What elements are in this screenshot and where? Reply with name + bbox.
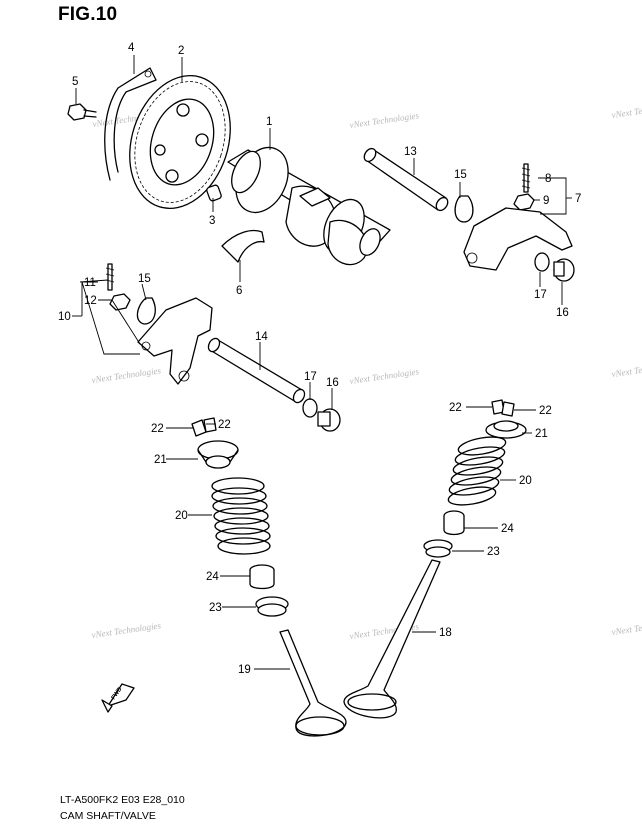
spring-left-drawing — [211, 477, 271, 555]
callout-16-upper: 16 — [556, 307, 569, 319]
callout-18: 18 — [439, 627, 452, 639]
callout-22-left-a: 22 — [151, 423, 164, 435]
nut-upper-drawing — [513, 193, 535, 211]
callout-4: 4 — [128, 42, 135, 54]
callout-24-right: 24 — [501, 523, 514, 535]
figure-code: LT-A500FK2 E03 E28_010 — [60, 794, 185, 806]
cam-sprocket-drawing — [129, 74, 231, 210]
callout-7: 7 — [575, 193, 581, 205]
callout-20-left: 20 — [175, 510, 188, 522]
callout-3: 3 — [209, 215, 215, 227]
rocker-arm-upper-drawing — [463, 207, 573, 271]
retainer-left-drawing — [197, 440, 239, 469]
cotter-left-drawing — [191, 417, 217, 437]
callout-2: 2 — [178, 45, 184, 57]
spring-right-drawing — [447, 436, 507, 506]
callout-24-left: 24 — [206, 571, 219, 583]
callout-5: 5 — [72, 76, 78, 88]
callout-21-right: 21 — [535, 428, 548, 440]
watermark: vNext Technologies — [611, 617, 642, 637]
callout-20-right: 20 — [519, 475, 532, 487]
seal-right-drawing — [443, 510, 465, 536]
callout-9: 9 — [543, 195, 549, 207]
callout-12: 12 — [84, 295, 97, 307]
washer-17-upper-drawing — [534, 252, 550, 272]
callout-21-left: 21 — [154, 454, 167, 466]
figure-name: CAM SHAFT/VALVE — [60, 810, 156, 822]
callout-labels: 1 2 3 4 5 6 7 8 9 10 11 12 13 14 15 15 1… — [58, 42, 581, 676]
rocker-shaft-lower-drawing — [207, 337, 306, 404]
callout-22-left-b: 22 — [218, 419, 231, 431]
callout-19: 19 — [238, 664, 251, 676]
watermark: vNext Technologies — [91, 620, 162, 640]
washer-left-drawing — [136, 297, 156, 325]
plug-lower-drawing — [317, 408, 341, 432]
callout-23-left: 23 — [209, 602, 222, 614]
callout-14: 14 — [255, 331, 268, 343]
callout-15-upper: 15 — [454, 169, 467, 181]
half-moon-plate-drawing — [221, 229, 265, 263]
watermark: vNext Technologies — [91, 365, 162, 385]
bolt-drawing — [67, 103, 97, 121]
watermark: vNext Technologies — [349, 110, 420, 130]
seat-right-drawing — [423, 539, 453, 558]
watermark: vNext Technologies — [611, 100, 642, 120]
valve-right-drawing — [343, 559, 441, 719]
leader-lines — [72, 55, 572, 670]
figure-title: FIG.10 — [58, 4, 118, 25]
watermark: vNext Technologies — [611, 359, 642, 379]
callout-8: 8 — [545, 173, 551, 185]
washer-upper-drawing — [454, 195, 474, 223]
callout-16-lower: 16 — [326, 377, 339, 389]
callout-23-right: 23 — [487, 546, 500, 558]
fwd-arrow-icon: FWD — [101, 683, 135, 713]
callout-13: 13 — [404, 146, 417, 158]
rocker-shaft-upper-drawing — [363, 147, 449, 212]
callout-17-upper: 17 — [534, 289, 547, 301]
callout-10: 10 — [58, 311, 71, 323]
cotter-right-drawing — [491, 399, 515, 417]
circlip-drawing — [104, 67, 157, 181]
watermark: vNext Technologies — [349, 366, 420, 386]
adjust-screw-upper-drawing — [521, 163, 531, 193]
seat-left-drawing — [255, 596, 289, 617]
adjust-screw-left-drawing — [105, 263, 115, 291]
retainer-right-drawing — [485, 420, 527, 439]
camshaft-drawing — [227, 146, 391, 266]
callout-22-right-b: 22 — [539, 405, 552, 417]
callout-1: 1 — [266, 116, 272, 128]
callout-15-left: 15 — [138, 273, 151, 285]
rocker-arm-left-drawing — [137, 297, 213, 385]
washer-17-lower-drawing — [302, 398, 318, 418]
pin-drawing — [206, 184, 222, 202]
nut-left-drawing — [109, 293, 131, 311]
callout-22-right-a: 22 — [449, 402, 462, 414]
callout-17-lower: 17 — [304, 371, 317, 383]
seal-left-drawing — [249, 564, 275, 590]
plug-upper-drawing — [553, 258, 575, 282]
valve-left-drawing — [279, 629, 347, 737]
callout-11: 11 — [84, 277, 96, 289]
callout-6: 6 — [236, 285, 242, 297]
